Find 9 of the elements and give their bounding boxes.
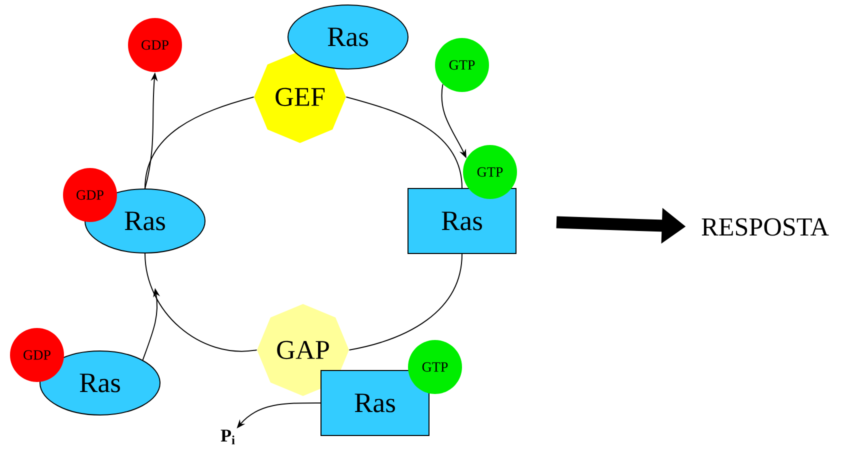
- enzyme-octagon: GAP: [257, 304, 349, 396]
- protein-box: Ras: [408, 188, 516, 254]
- cycle-arc: [348, 254, 462, 350]
- cycle-arc: [144, 253, 258, 352]
- text-label: RESPOSTA: [702, 218, 829, 236]
- text-label: P$_{i}$: [220, 430, 235, 444]
- cycle-arc: [144, 96, 254, 189]
- enzyme-octagon: GEF: [254, 51, 346, 143]
- cycle-arc: [346, 96, 462, 188]
